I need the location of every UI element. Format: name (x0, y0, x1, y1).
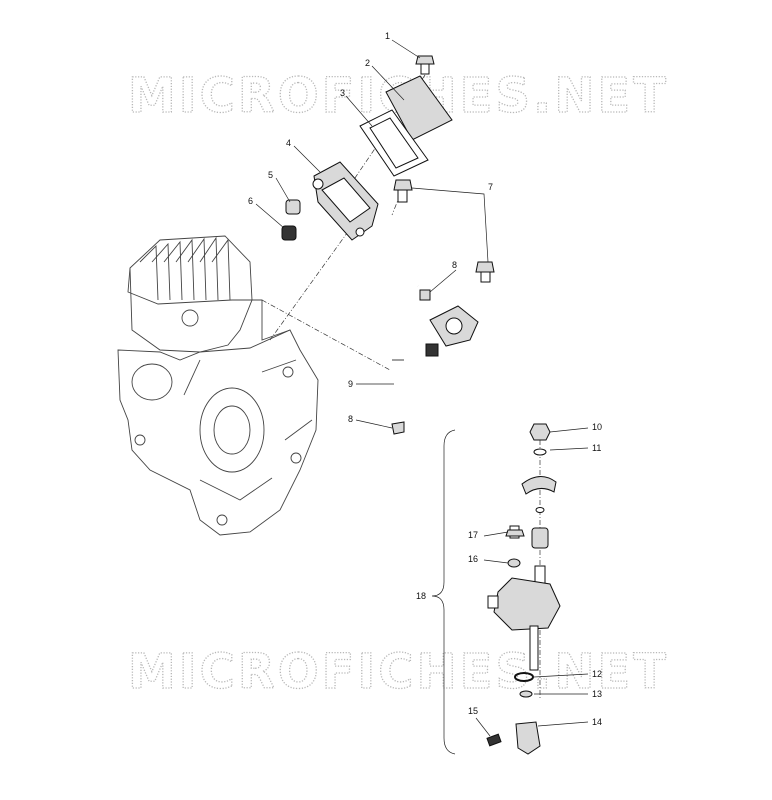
callout-16: 16 (468, 554, 478, 564)
callout-8-upper: 8 (452, 260, 457, 270)
watermark-bottom: MICROFICHES.NET (128, 644, 669, 700)
grommet-icon (281, 225, 297, 241)
callout-13: 13 (592, 689, 602, 699)
callout-14: 14 (592, 717, 602, 727)
callout-15: 15 (468, 706, 478, 716)
callout-18: 18 (416, 591, 426, 601)
cap-icon (285, 199, 301, 215)
breather-housing-icon (312, 161, 379, 241)
callout-17: 17 (468, 530, 478, 540)
cover-plate-icon (385, 75, 453, 141)
callout-3: 3 (340, 88, 345, 98)
callout-7: 7 (488, 182, 493, 192)
callout-12: 12 (592, 669, 602, 679)
callout-8-lower: 8 (348, 414, 353, 424)
callout-10: 10 (592, 422, 602, 432)
engine-block-icon (117, 235, 319, 536)
clip-icon (419, 289, 431, 301)
fitting-icon (393, 179, 495, 283)
valve-assembly-icon (425, 305, 479, 357)
callout-9: 9 (348, 379, 353, 389)
callout-2: 2 (365, 58, 370, 68)
callout-1: 1 (385, 31, 390, 41)
oil-pump-icon (486, 423, 561, 755)
gasket-icon (359, 109, 429, 177)
callout-4: 4 (286, 138, 291, 148)
bolt-icon (415, 55, 435, 75)
callout-6: 6 (248, 196, 253, 206)
clip-icon (391, 421, 405, 435)
callout-11: 11 (592, 443, 601, 453)
callout-5: 5 (268, 170, 273, 180)
